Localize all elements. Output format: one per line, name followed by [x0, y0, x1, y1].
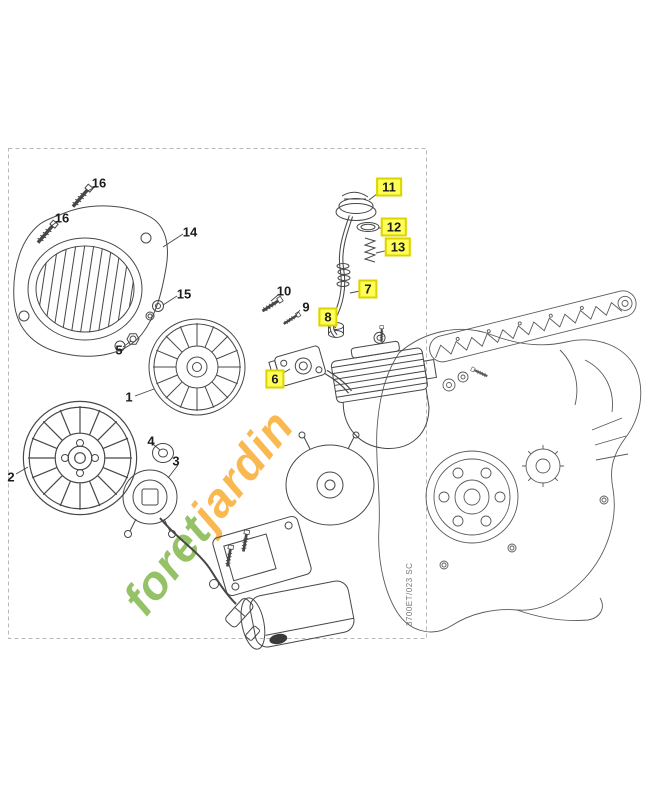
part-label-16: 16: [54, 210, 70, 226]
part-label-15: 15: [176, 286, 192, 302]
part-label-10: 10: [276, 283, 292, 299]
exploded-parts: [13, 182, 438, 650]
fan-housing: [13, 205, 168, 357]
fuel-cap: [335, 191, 377, 221]
ignition-coil: [122, 469, 261, 641]
flywheel-2: [22, 400, 138, 516]
muffler: [240, 580, 355, 650]
part-label-5: 5: [115, 342, 123, 358]
watermark: foretjardin: [112, 400, 304, 624]
chain-bar: [429, 290, 637, 363]
crankcase-half: [285, 431, 375, 526]
part-label-11[interactable]: 11: [376, 177, 402, 197]
part-label-2: 2: [7, 469, 15, 485]
cap-spring: [363, 237, 377, 263]
cylinder: [330, 324, 438, 449]
part-label-3: 3: [172, 453, 180, 469]
part-label-6[interactable]: 6: [265, 369, 285, 389]
part-label-13[interactable]: 13: [384, 237, 412, 257]
part-label-8[interactable]: 8: [318, 307, 338, 327]
cap-ring: [356, 222, 380, 232]
fuel-elbow: [329, 215, 354, 338]
part-label-9: 9: [302, 299, 310, 315]
part-label-1: 1: [125, 389, 133, 405]
part-label-16: 16: [91, 175, 107, 191]
drawing-ref-code: 3700ET/023 SC: [405, 563, 414, 626]
part-label-14: 14: [182, 224, 198, 240]
part-label-12[interactable]: 12: [380, 217, 408, 237]
powerhead-body: [376, 329, 642, 633]
flywheel-1: [148, 318, 246, 416]
part-label-7[interactable]: 7: [358, 279, 378, 299]
diagram-frame: [8, 148, 427, 639]
part-label-4: 4: [147, 433, 155, 449]
